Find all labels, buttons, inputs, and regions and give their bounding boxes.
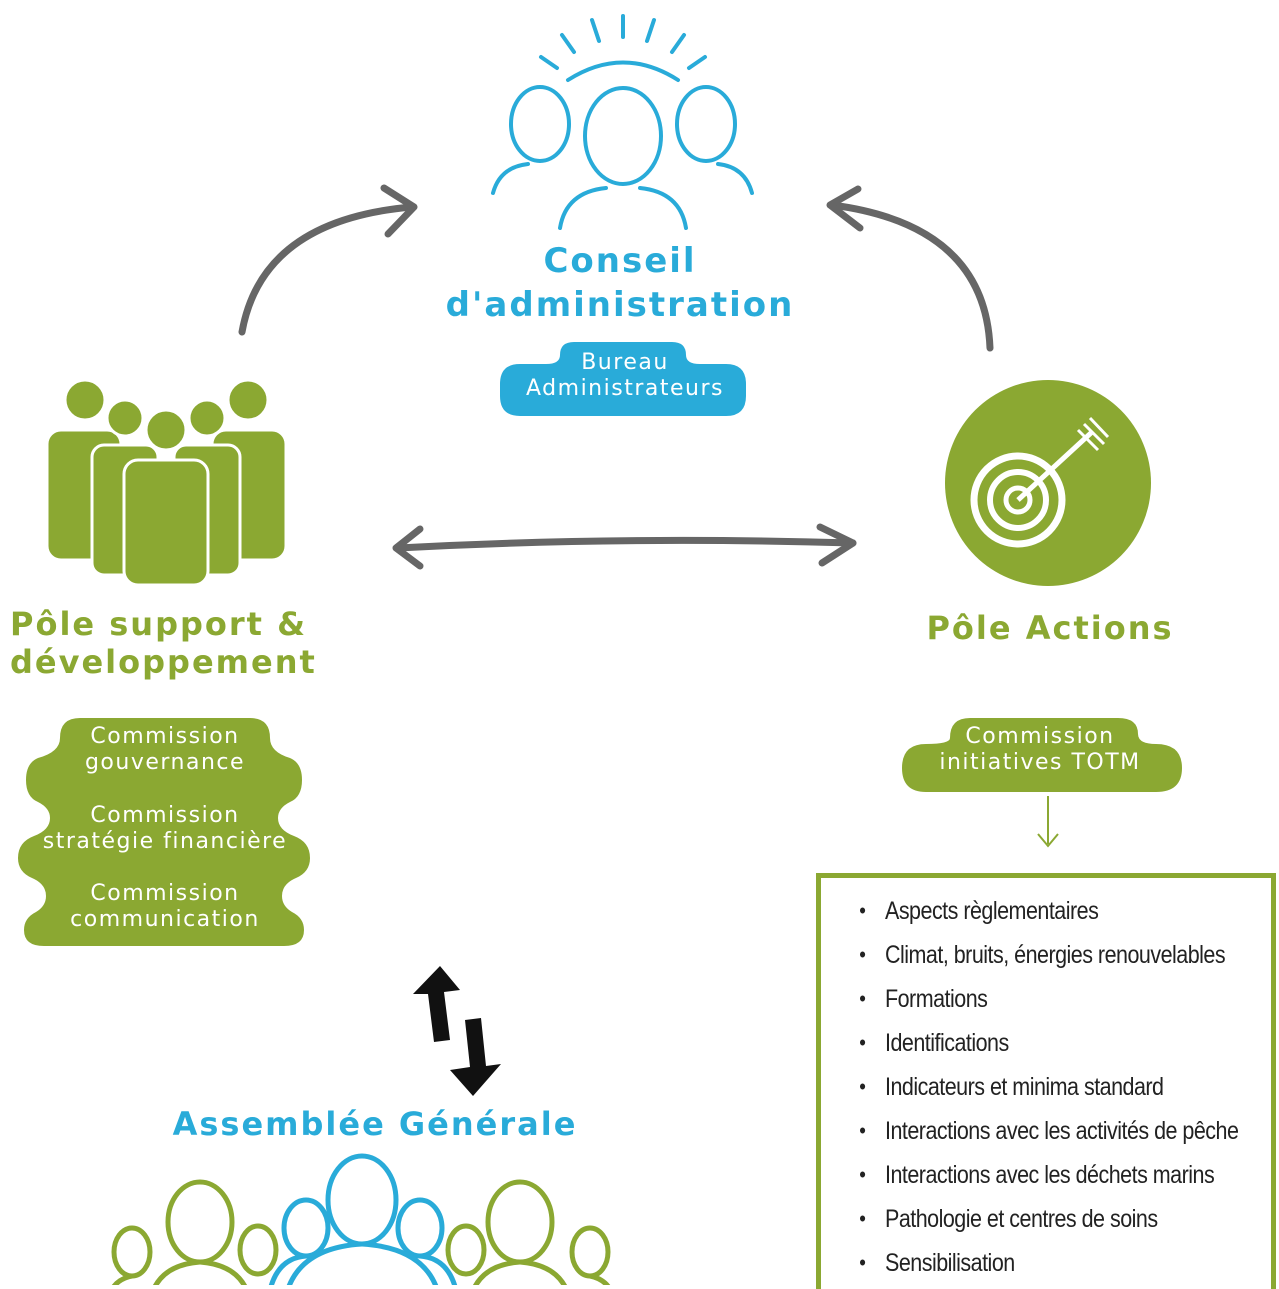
conseil-title-line1: Conseil (543, 241, 697, 281)
commission-name: stratégie financière (42, 829, 288, 854)
crowd-of-people-icon (45, 378, 288, 587)
arrow-head-actions-to-conseil (826, 185, 864, 232)
target-with-arrow-icon (945, 380, 1151, 586)
arrow-support-actions (394, 536, 857, 552)
arrow-actions-to-conseil (828, 201, 994, 352)
arrows-up-down-black (413, 966, 501, 1096)
list-item: Interactions avec les activités de pêche (859, 1112, 1239, 1156)
arrows-gray (238, 184, 994, 570)
actions-topics-list: Aspects règlementaires Climat, bruits, é… (816, 873, 1276, 1289)
list-item: Indicateurs et minima standard (859, 1068, 1217, 1112)
list-item: Aspects règlementaires (859, 892, 1217, 936)
commission-name: communication (70, 907, 260, 932)
audience-heads-icon (111, 1153, 611, 1285)
commission-label: Commission (90, 724, 240, 749)
arrow-support-to-conseil (238, 203, 416, 336)
conseil-title-line2: d'administration (445, 285, 795, 325)
list-item: Identifications (859, 1024, 1217, 1068)
commission-name: gouvernance (84, 750, 246, 775)
arrow-head-right (816, 523, 857, 567)
pole-support-title-line1: Pôle support & (10, 605, 307, 643)
arrow-head-support-to-conseil (380, 184, 418, 238)
group-of-three-people-icon (491, 14, 754, 230)
list-item: Pathologie et centres de soins (859, 1200, 1217, 1244)
arrow-down-thin (1037, 796, 1059, 848)
bureau-label-line1: Bureau (581, 350, 669, 375)
support-commissions-pill (18, 718, 310, 946)
bureau-label: Bureau Administrateurs (510, 350, 740, 402)
list-item: Climat, bruits, énergies renouvelables (859, 936, 1225, 980)
assemblee-generale-title: Assemblée Générale (172, 1105, 578, 1143)
commission-name: initiatives TOTM (939, 750, 1141, 775)
list-item: Interactions avec les déchets marins (859, 1156, 1217, 1200)
arrow-up-black (413, 966, 460, 1042)
totm-pill (902, 718, 1182, 792)
commission-label: Commission (90, 881, 240, 906)
bureau-pill (500, 342, 746, 416)
bureau-label-line2: Administrateurs (526, 376, 724, 401)
pole-support-title: Pôle support & développement (10, 605, 340, 684)
arrow-down-black (450, 1018, 501, 1096)
pole-support-title-line2: développement (10, 643, 317, 681)
commission-label: Commission (965, 724, 1115, 749)
pole-actions-title: Pôle Actions (926, 609, 1174, 647)
commission-strategie-financiere: Commission stratégie financière (30, 803, 300, 855)
list-item: Formations (859, 980, 1217, 1024)
conseil-title: Conseil d'administration (440, 241, 800, 332)
arrow-head-left (392, 525, 424, 570)
list-item: Sensibilisation (859, 1244, 1217, 1288)
commission-gouvernance: Commission gouvernance (30, 724, 300, 776)
commission-label: Commission (90, 803, 240, 828)
commission-initiatives-totm: Commission initiatives TOTM (905, 724, 1175, 776)
commission-communication: Commission communication (30, 881, 300, 933)
